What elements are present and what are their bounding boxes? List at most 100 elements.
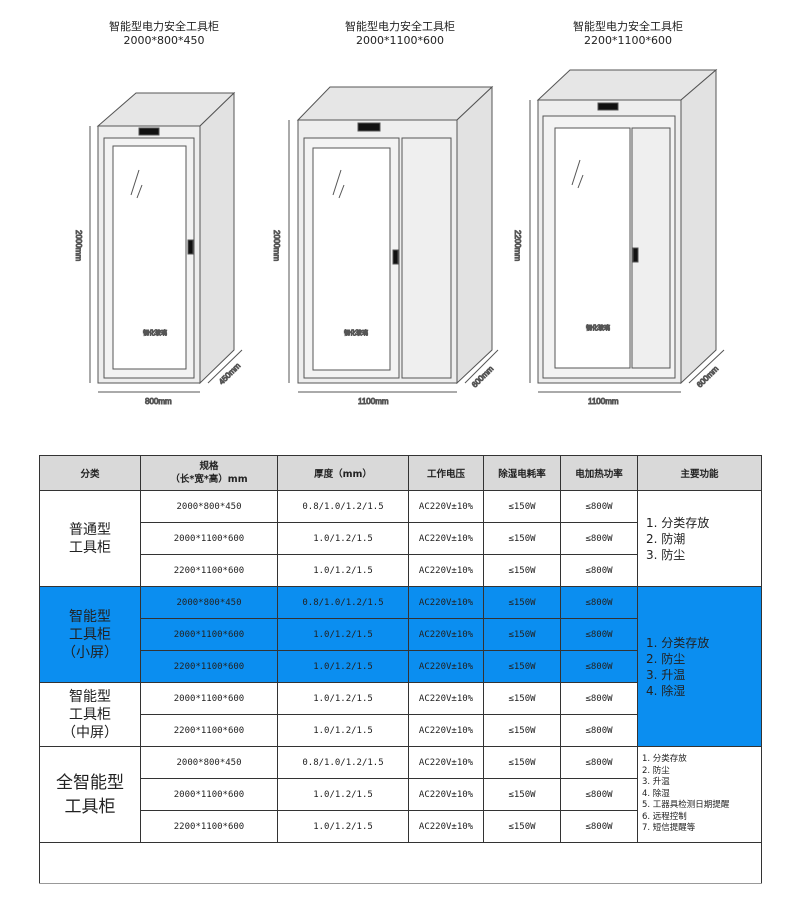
- size: 2000*800*450: [123, 34, 205, 47]
- empty-cell: [39, 842, 762, 884]
- header-voltage: 工作电压: [408, 455, 484, 491]
- header-functions: 主要功能: [637, 455, 762, 491]
- title: 智能型电力安全工具柜: [109, 20, 219, 33]
- dehumid-cell: ≤150W: [483, 682, 561, 715]
- title: 智能型电力安全工具柜: [345, 20, 455, 33]
- thickness-cell: 1.0/1.2/1.5: [277, 682, 409, 715]
- dehumid-cell: ≤150W: [483, 650, 561, 683]
- spec-cell: 2000*800*450: [140, 586, 278, 619]
- category-cell: 智能型 工具柜 （小屏）: [39, 586, 141, 683]
- spec-cell: 2200*1100*600: [140, 554, 278, 587]
- heat-cell: ≤800W: [560, 714, 638, 747]
- heat-cell: ≤800W: [560, 746, 638, 779]
- glass-label: 钢化玻璃: [344, 329, 368, 337]
- voltage-cell: AC220V±10%: [408, 714, 484, 747]
- dehumid-cell: ≤150W: [483, 554, 561, 587]
- dehumid-cell: ≤150W: [483, 778, 561, 811]
- thickness-cell: 1.0/1.2/1.5: [277, 778, 409, 811]
- header-category: 分类: [39, 455, 141, 491]
- depth-label: 600mm: [695, 364, 720, 389]
- voltage-cell: AC220V±10%: [408, 682, 484, 715]
- cabinet-drawings: 800mm 2000mm 450mm 钢化玻璃 1100mm 2000mm 60…: [74, 68, 725, 407]
- functions-cell: 1. 分类存放 2. 防潮 3. 防尘: [637, 490, 762, 587]
- thickness-cell: 0.8/1.0/1.2/1.5: [277, 746, 409, 779]
- heat-cell: ≤800W: [560, 554, 638, 587]
- dehumid-cell: ≤150W: [483, 746, 561, 779]
- height-label: 2200mm: [513, 230, 522, 261]
- heat-cell: ≤800W: [560, 810, 638, 843]
- spec-cell: 2000*1100*600: [140, 682, 278, 715]
- spec-cell: 2000*800*450: [140, 490, 278, 523]
- voltage-cell: AC220V±10%: [408, 522, 484, 555]
- voltage-cell: AC220V±10%: [408, 810, 484, 843]
- title: 智能型电力安全工具柜: [573, 20, 683, 33]
- size: 2000*1100*600: [356, 34, 444, 47]
- header-spec: 规格 （长*宽*高）mm: [140, 455, 278, 491]
- dehumid-cell: ≤150W: [483, 490, 561, 523]
- category-cell: 普通型 工具柜: [39, 490, 141, 587]
- thickness-cell: 1.0/1.2/1.5: [277, 650, 409, 683]
- dehumid-cell: ≤150W: [483, 810, 561, 843]
- dehumid-cell: ≤150W: [483, 522, 561, 555]
- cabinet-2-drawing: 1100mm 2000mm 600mm 钢化玻璃: [272, 85, 499, 407]
- width-label: 1100mm: [588, 397, 619, 406]
- functions-cell: 1. 分类存放 2. 防尘 3. 升温 4. 除湿: [637, 586, 762, 747]
- table-header: 分类 规格 （长*宽*高）mm 厚度（mm） 工作电压 除湿电耗率 电加热功率 …: [39, 455, 762, 491]
- spec-cell: 2000*800*450: [140, 746, 278, 779]
- thickness-cell: 1.0/1.2/1.5: [277, 554, 409, 587]
- glass-label: 钢化玻璃: [586, 324, 610, 332]
- category-cell: 智能型 工具柜 （中屏）: [39, 682, 141, 747]
- voltage-cell: AC220V±10%: [408, 778, 484, 811]
- spec-cell: 2200*1100*600: [140, 650, 278, 683]
- header-heat: 电加热功率: [560, 455, 638, 491]
- category-cell: 全智能型 工具柜: [39, 746, 141, 843]
- heat-cell: ≤800W: [560, 522, 638, 555]
- height-label: 2000mm: [272, 230, 281, 261]
- heat-cell: ≤800W: [560, 682, 638, 715]
- heat-cell: ≤800W: [560, 490, 638, 523]
- thickness-cell: 0.8/1.0/1.2/1.5: [277, 490, 409, 523]
- spec-table: 分类 规格 （长*宽*高）mm 厚度（mm） 工作电压 除湿电耗率 电加热功率 …: [39, 455, 762, 884]
- voltage-cell: AC220V±10%: [408, 746, 484, 779]
- spec-cell: 2000*1100*600: [140, 522, 278, 555]
- voltage-cell: AC220V±10%: [408, 618, 484, 651]
- spec-cell: 2000*1100*600: [140, 618, 278, 651]
- voltage-cell: AC220V±10%: [408, 554, 484, 587]
- width-label: 800mm: [145, 397, 172, 406]
- glass-label: 钢化玻璃: [143, 329, 167, 337]
- functions-cell: 1. 分类存放 2. 防尘 3. 升温 4. 除湿 5. 工器具检测日期提醒 6…: [637, 746, 762, 843]
- dehumid-cell: ≤150W: [483, 714, 561, 747]
- heat-cell: ≤800W: [560, 586, 638, 619]
- cabinet-1-drawing: 800mm 2000mm 450mm 钢化玻璃: [74, 91, 243, 407]
- thickness-cell: 1.0/1.2/1.5: [277, 522, 409, 555]
- thickness-cell: 1.0/1.2/1.5: [277, 618, 409, 651]
- heat-cell: ≤800W: [560, 650, 638, 683]
- height-label: 2000mm: [74, 230, 83, 261]
- spec-cell: 2200*1100*600: [140, 714, 278, 747]
- heat-cell: ≤800W: [560, 778, 638, 811]
- thickness-cell: 1.0/1.2/1.5: [277, 714, 409, 747]
- depth-label: 450mm: [217, 361, 242, 386]
- thickness-cell: 0.8/1.0/1.2/1.5: [277, 586, 409, 619]
- voltage-cell: AC220V±10%: [408, 650, 484, 683]
- cabinet-3-drawing: 1100mm 2200mm 600mm 钢化玻璃: [513, 68, 725, 407]
- voltage-cell: AC220V±10%: [408, 586, 484, 619]
- header-thickness: 厚度（mm）: [277, 455, 409, 491]
- dehumid-cell: ≤150W: [483, 586, 561, 619]
- spec-cell: 2000*1100*600: [140, 778, 278, 811]
- header-dehumid: 除湿电耗率: [483, 455, 561, 491]
- thickness-cell: 1.0/1.2/1.5: [277, 810, 409, 843]
- voltage-cell: AC220V±10%: [408, 490, 484, 523]
